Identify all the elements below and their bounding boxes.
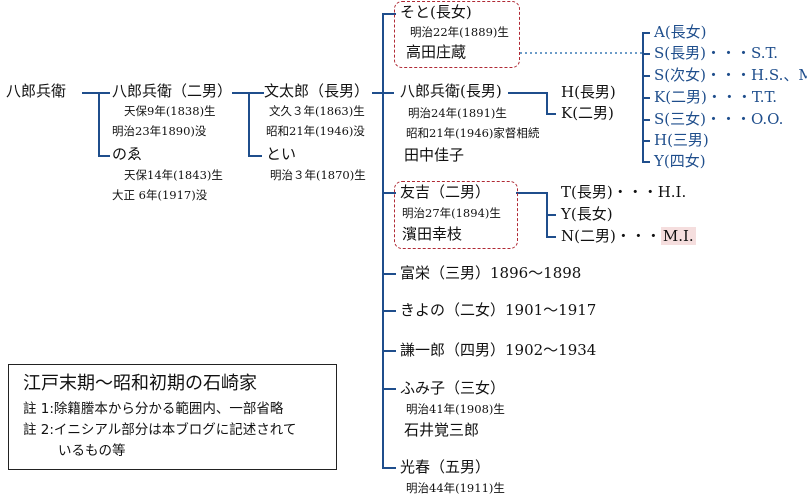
takada-grandchild-7: Y(四女): [654, 152, 706, 170]
tomokichi-grandchild-n: N(二男)・・・M.I.: [561, 227, 696, 245]
legend-box: 江戸末期～昭和初期の石崎家 註 1:除籍謄本から分かる範囲内、一部省略 註 2:…: [8, 364, 337, 470]
hachiro-child-branch: [546, 113, 556, 115]
legend-title: 江戸末期～昭和初期の石崎家: [23, 373, 257, 394]
hachiro-grandchild-h: H(長男): [561, 83, 616, 101]
child-sato-spouse: 高田庄蔵: [406, 43, 467, 61]
gen2-wife-birth: 明治３年(1870)生: [270, 168, 366, 182]
takada-child-branch-2: [642, 53, 650, 55]
gen1-wife-connector: [98, 155, 110, 157]
tomokichi-child-branch-y: [546, 214, 556, 216]
gen1-head-name: 八郎兵衛（二男）: [112, 82, 233, 100]
legend-note-2a: 註 2:イニシアル部分は本ブログに記述されて: [23, 422, 297, 438]
takada-child-branch-6: [642, 140, 650, 142]
gen1-head-birth: 天保9年(1838)生: [124, 104, 216, 118]
child-tomokichi-name: 友吉（二男）: [400, 183, 491, 201]
gen1-wife-name: のゑ: [112, 145, 143, 163]
child-hachiro-note: 昭和21年(1946)家督相続: [406, 126, 540, 140]
gen1-wife-birth: 天保14年(1843)生: [124, 168, 223, 182]
child-mitsuharu-name: 光春（五男）: [400, 458, 491, 476]
child-branch-kenichiro: [382, 350, 396, 352]
gen1-wife-death: 大正 6年(1917)没: [112, 188, 208, 202]
sato-highlight-box: [394, 1, 520, 68]
takada-grandchild-3: S(次女)・・・H.S.、M.S.: [654, 66, 807, 84]
tomokichi-grandchild-t: T(長男)・・・H.I.: [561, 183, 687, 201]
root-connector: [82, 92, 110, 94]
child-fumiko-birth: 明治41年(1908)生: [406, 402, 505, 416]
child-fumiko-name: ふみ子（三女）: [400, 379, 506, 397]
child-branch-sato: [382, 13, 396, 15]
child-tomokichi-birth: 明治27年(1894)生: [402, 206, 501, 220]
child-tomie: 富栄（三男）1896～1898: [400, 264, 582, 282]
child-kenichiro: 謙一郎（四男）1902～1934: [400, 341, 597, 359]
gen2-wife-name: とい: [266, 145, 297, 163]
child-branch-fumiko: [382, 388, 396, 390]
gen2-head-death: 昭和21年(1946)没: [266, 124, 365, 138]
child-tomokichi-spouse: 濱田幸枝: [402, 225, 463, 243]
gen1-spouse-line: [98, 92, 100, 156]
takada-grandchild-1: A(長女): [654, 23, 707, 41]
takada-grandchild-2: S(長男)・・・S.T.: [654, 44, 779, 62]
gen2-head-name: 文太郎（長男）: [264, 82, 370, 100]
children-trunk: [382, 13, 384, 467]
child-hachiro-spouse: 田中佳子: [404, 146, 465, 164]
child-branch-tomokichi: [382, 192, 396, 194]
child-hachiro-name: 八郎兵衛(長男): [400, 82, 502, 100]
legend-note-1: 註 1:除籍謄本から分かる範囲内、一部省略: [23, 401, 284, 417]
child-sato-birth: 明治22年(1889)生: [410, 25, 509, 39]
gen2-spouse-line: [248, 92, 250, 156]
takada-child-branch-3: [642, 75, 650, 77]
takada-grandchild-4: K(二男)・・・T.T.: [654, 88, 778, 106]
tomokichi-grandchild-y: Y(長女): [561, 205, 613, 223]
gen1-head-death: 明治23年1890)没: [112, 124, 207, 138]
child-branch-mitsuharu: [382, 467, 396, 469]
child-kiyono: きよの（二女）1901～1917: [400, 301, 597, 319]
child-branch-tomie: [382, 273, 396, 275]
takada-child-branch-4: [642, 97, 650, 99]
hachiro-children-trunk: [546, 92, 548, 114]
takada-grandchild-5: S(三女)・・・O.O.: [654, 110, 784, 128]
takada-child-branch-1: [642, 32, 650, 34]
hachiro-grandchild-k: K(二男): [561, 104, 614, 122]
tomokichi-grandchild-n-label: N(二男)・・・: [561, 227, 661, 245]
tomokichi-children-connector: [516, 192, 548, 194]
takada-grandchild-6: H(三男): [654, 131, 709, 149]
tomokichi-child-branch-n: [546, 236, 556, 238]
gen2-wife-connector: [248, 155, 262, 157]
child-mitsuharu-birth: 明治44年(1911)生: [406, 481, 505, 495]
takada-child-branch-5: [642, 119, 650, 121]
legend-note-2b: いるもの等: [58, 443, 126, 459]
tomokichi-grandchild-n-initials: M.I.: [660, 227, 696, 245]
takada-child-branch-7: [642, 161, 650, 163]
child-fumiko-spouse: 石井覚三郎: [404, 421, 480, 439]
root-name: 八郎兵衛: [6, 82, 67, 100]
gen2-head-birth: 文久３年(1863)生: [269, 104, 365, 118]
child-hachiro-birth: 明治24年(1891)生: [408, 106, 507, 120]
tomokichi-highlight-box: [394, 181, 518, 249]
child-branch-kiyono: [382, 310, 396, 312]
hachiro-children-connector: [508, 92, 548, 94]
child-sato-name: そと(長女): [400, 3, 472, 21]
